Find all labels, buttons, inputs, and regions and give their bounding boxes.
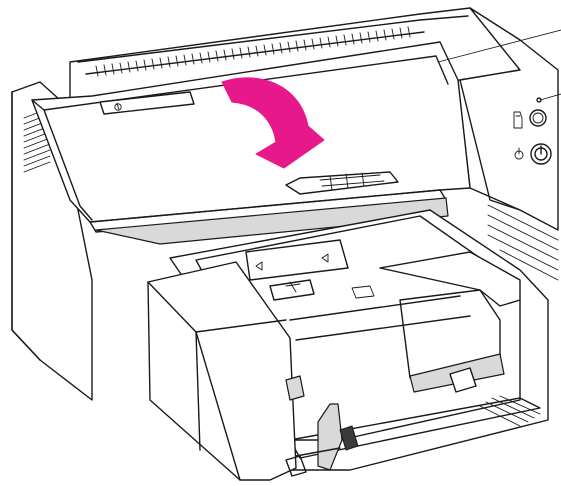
paper-feed-icon — [513, 111, 523, 129]
paper-length-lever[interactable] — [295, 403, 359, 471]
paper-width-guide[interactable] — [379, 251, 521, 393]
power-icon — [514, 147, 524, 160]
close-cover-arrow — [221, 77, 325, 169]
paper-guide-tab[interactable] — [269, 279, 315, 301]
resume-button[interactable] — [529, 109, 547, 127]
control-panel — [513, 97, 552, 165]
right-side-ribs — [487, 204, 559, 281]
rear-vent-grille — [77, 15, 469, 77]
hp-logo-icon — [114, 102, 122, 111]
print-carriage-area — [95, 171, 449, 245]
cover-label-plate — [99, 91, 195, 115]
callout-line-indicator — [539, 93, 561, 101]
power-button[interactable] — [530, 143, 552, 165]
front-left-housing — [147, 261, 307, 481]
callout-leaders — [437, 29, 561, 101]
callout-line-top-cover — [437, 29, 561, 63]
